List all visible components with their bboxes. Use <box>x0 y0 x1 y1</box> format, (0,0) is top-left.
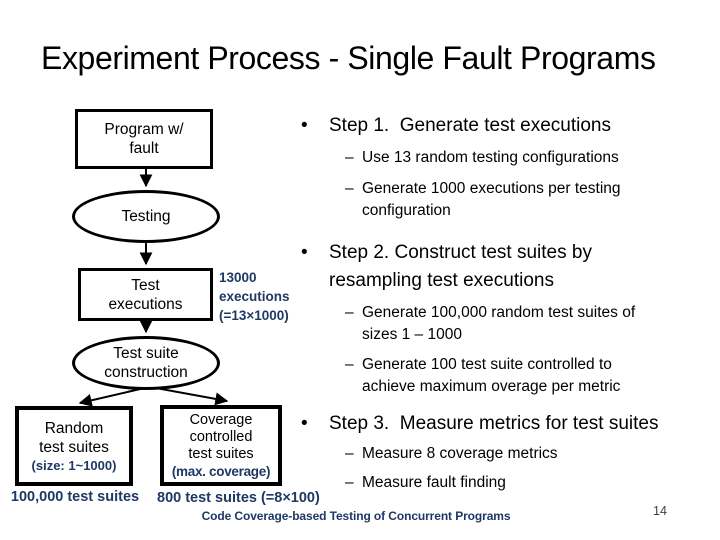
node-label: Test suite <box>113 345 179 362</box>
node-label: test suites <box>188 445 254 462</box>
flow-node-random-test-suites: Random test suites (size: 1~1000) <box>15 406 133 486</box>
node-label: test suites <box>39 438 109 456</box>
step-1-bullet-1: – Use 13 random testing configurations <box>345 147 720 169</box>
executions-count-note: 13000 executions (=13×1000) <box>219 268 311 325</box>
dash-icon: – <box>345 474 354 491</box>
step-bullet-text: Measure 8 coverage metrics <box>362 445 558 462</box>
note-line: executions <box>219 289 290 304</box>
flow-node-coverage-controlled-test-suites: Coverage controlled test suites (max. co… <box>160 405 282 486</box>
step-2-bullet-1: – Generate 100,000 random test suites of… <box>345 302 720 346</box>
step-2-bullet-2: – Generate 100 test suite controlled to … <box>345 354 720 398</box>
step-3-bullet-2: – Measure fault finding <box>345 472 720 494</box>
step-2-heading: • Step 2. Construct test suites by resam… <box>296 239 720 295</box>
step-heading-text: Step 3. Measure metrics for test suites <box>329 413 659 434</box>
step-heading-text: Step 1. Generate test executions <box>329 115 612 136</box>
node-note: (size: 1~1000) <box>31 457 117 473</box>
node-label: Coverage <box>189 411 253 428</box>
node-label: executions <box>108 295 183 313</box>
slide-title: Experiment Process - Single Fault Progra… <box>41 40 656 76</box>
step-bullet-text: Generate 100 test suite controlled to ac… <box>362 356 621 395</box>
page-number: 14 <box>653 504 667 518</box>
node-label: construction <box>104 364 188 381</box>
flow-node-program-with-fault: Program w/ fault <box>75 109 213 169</box>
dash-icon: – <box>345 149 354 166</box>
node-label: fault <box>129 140 159 157</box>
flow-node-testing: Testing <box>72 190 220 243</box>
dash-icon: – <box>345 304 354 321</box>
step-3-bullet-1: – Measure 8 coverage metrics <box>345 443 720 465</box>
step-3-heading: • Step 3. Measure metrics for test suite… <box>296 410 720 438</box>
bullet-icon: • <box>301 242 308 263</box>
flow-node-test-suite-construction: Test suite construction <box>72 336 220 390</box>
random-suites-caption: 100,000 test suites <box>10 489 140 505</box>
step-bullet-text: Use 13 random testing configurations <box>362 149 619 166</box>
step-bullet-text: Generate 100,000 random test suites of s… <box>362 304 636 343</box>
dash-icon: – <box>345 356 354 373</box>
node-label: Testing <box>121 208 171 225</box>
node-label: Program w/ <box>104 121 184 138</box>
dash-icon: – <box>345 180 354 197</box>
step-heading-text: Step 2. Construct test suites by resampl… <box>329 242 592 291</box>
node-note: (max. coverage) <box>171 463 271 479</box>
bullet-icon: • <box>301 115 308 136</box>
node-label: Random <box>44 419 104 437</box>
step-bullet-text: Measure fault finding <box>362 474 506 491</box>
bullet-icon: • <box>301 413 308 434</box>
dash-icon: – <box>345 445 354 462</box>
node-label: Test <box>131 276 160 294</box>
step-bullet-text: Generate 1000 executions per testing con… <box>362 180 621 219</box>
note-line: (=13×1000) <box>219 308 289 323</box>
footer-title: Code Coverage-based Testing of Concurren… <box>201 509 511 523</box>
step-1-bullet-2: – Generate 1000 executions per testing c… <box>345 178 720 222</box>
flow-node-test-executions: Test executions <box>78 268 213 321</box>
note-line: 13000 <box>219 270 257 285</box>
node-label: controlled <box>189 428 253 445</box>
coverage-suites-caption: 800 test suites (=8×100) <box>157 490 320 506</box>
steps-list: • Step 1. Generate test executions – Use… <box>296 112 720 494</box>
step-1-heading: • Step 1. Generate test executions <box>296 112 720 140</box>
